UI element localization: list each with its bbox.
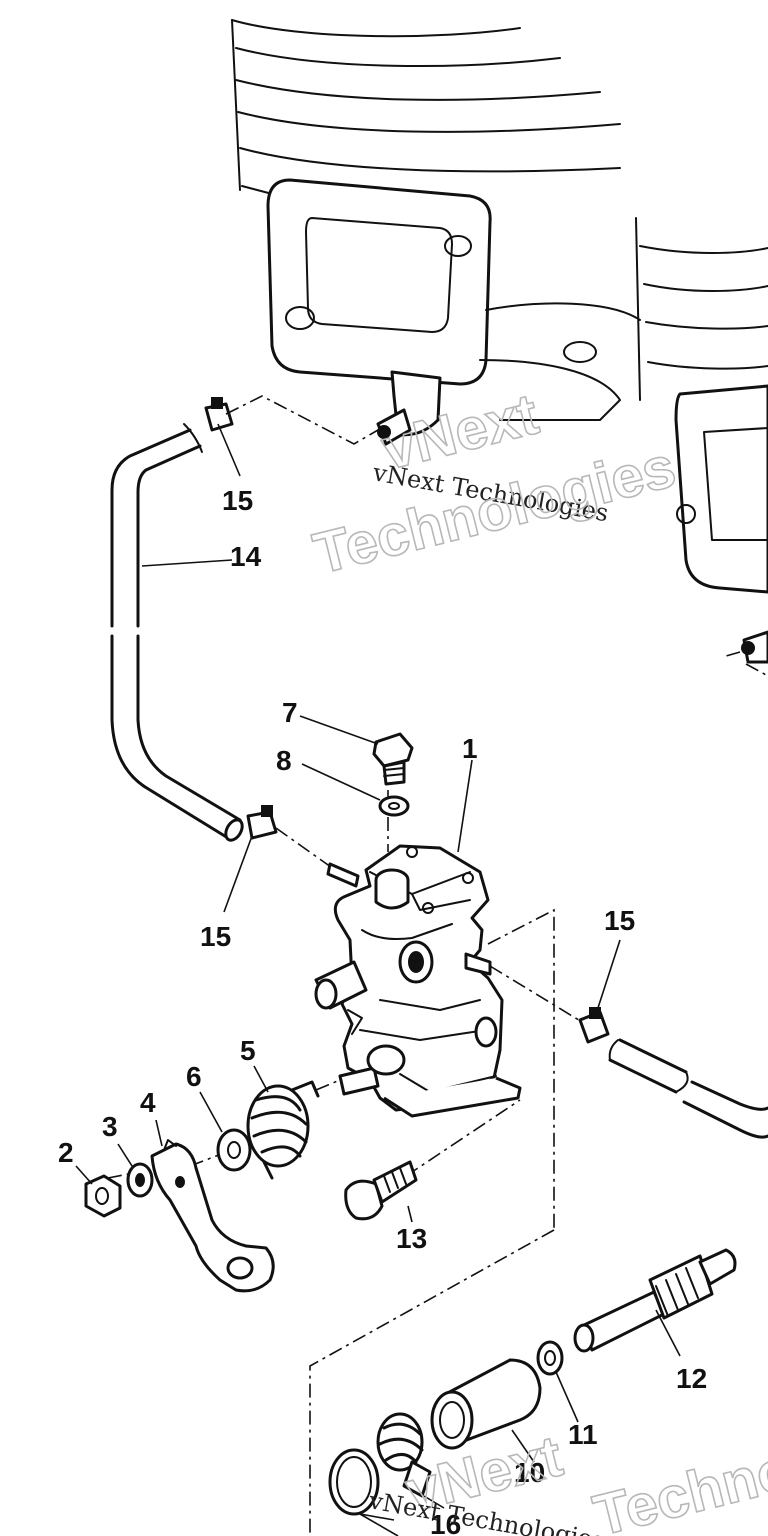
lockwasher-3 [126, 1162, 154, 1198]
callout-12: 12 [676, 1363, 707, 1394]
callout-14: 14 [230, 541, 262, 572]
callout-1: 1 [462, 733, 478, 764]
nut-2 [84, 1174, 122, 1218]
hose-right [608, 1038, 768, 1139]
callout-15-left: 15 [200, 921, 231, 952]
watermark-top: vNext vNext Technologies Technologies [307, 381, 683, 588]
washer-11 [536, 1340, 564, 1376]
hose-clamp-right [578, 1007, 610, 1044]
hose-clamp-top [204, 397, 234, 432]
callout-15-top: 15 [222, 485, 253, 516]
callout-labels: 1 2 3 4 5 6 7 8 10 11 12 13 14 15 15 15 … [58, 485, 707, 1536]
washer-8 [378, 795, 410, 817]
hose-clamp-left [246, 805, 278, 840]
spring-5 [246, 1080, 320, 1180]
callout-4: 4 [140, 1087, 156, 1118]
lever-4 [150, 1139, 275, 1293]
engine-cylinder-left [231, 19, 641, 446]
callout-13: 13 [396, 1223, 427, 1254]
callout-16: 16 [430, 1509, 461, 1536]
drive-gear-12 [573, 1248, 737, 1353]
bolt-13 [344, 1160, 418, 1221]
callout-10: 10 [514, 1457, 545, 1488]
watermark-bottom: vNext vNext Technologies Technologies [366, 1395, 768, 1536]
hose-upper [110, 423, 203, 628]
watermark-brand-long-top: Technologies [307, 434, 681, 586]
callout-15-right: 15 [604, 905, 635, 936]
watermark-brand-long-bottom: Technologies [587, 1396, 768, 1536]
seal-16 [376, 1412, 432, 1498]
callout-11: 11 [568, 1419, 598, 1450]
callout-8: 8 [276, 745, 292, 776]
hose-lower [110, 634, 244, 842]
engine-cylinder-right [635, 217, 768, 677]
o-ring-9 [328, 1448, 380, 1516]
bushing-10 [430, 1358, 542, 1450]
callout-2: 2 [58, 1137, 74, 1168]
washer-6 [216, 1128, 252, 1172]
callout-7: 7 [282, 697, 298, 728]
callout-6: 6 [186, 1061, 202, 1092]
oil-pump-body [314, 844, 522, 1118]
bolt-7 [372, 732, 414, 786]
callout-3: 3 [102, 1111, 118, 1142]
callout-5: 5 [240, 1035, 256, 1066]
leader-lines [75, 423, 681, 1536]
